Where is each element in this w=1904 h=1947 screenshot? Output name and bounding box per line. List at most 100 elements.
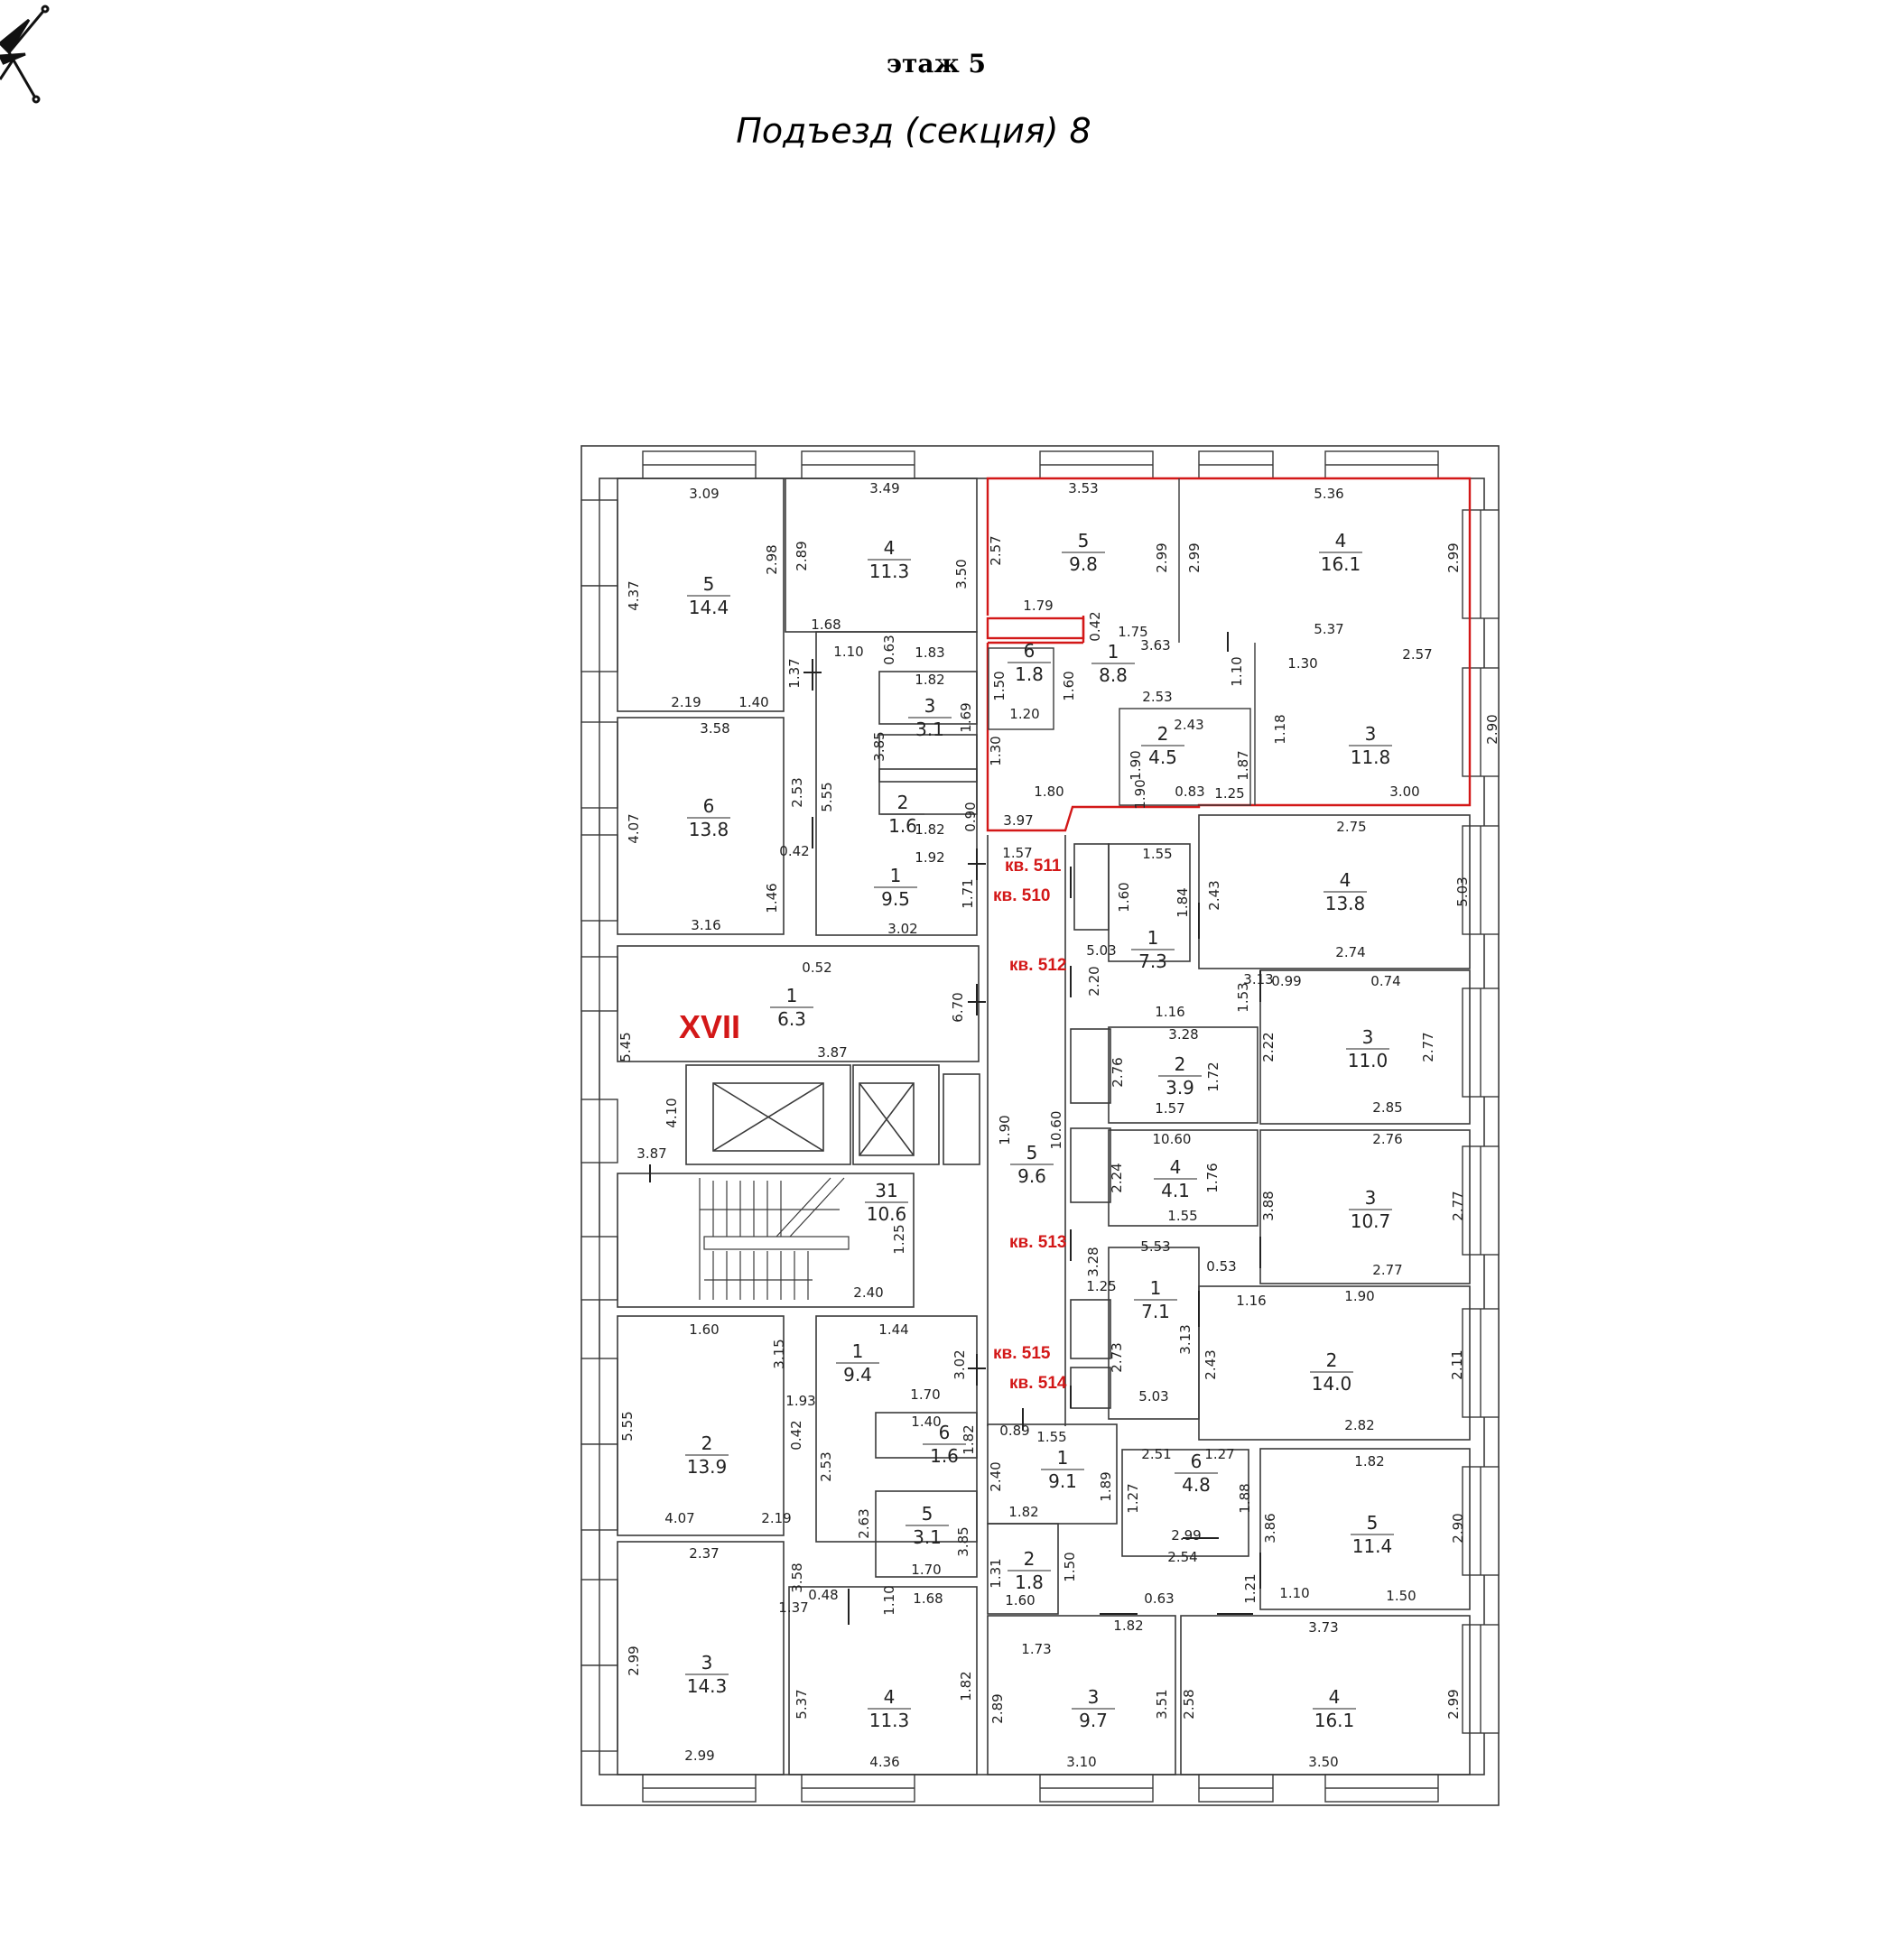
dimension-label: 1.30 [988, 736, 1004, 765]
dimension-label: 2.11 [1449, 1349, 1465, 1379]
dimension-label: 1.90 [1132, 779, 1148, 809]
dimension-label: 1.70 [911, 1562, 941, 1578]
dimension-label: 1.76 [1204, 1163, 1221, 1192]
dimension-label: 3.87 [636, 1145, 666, 1162]
dimension-label: 1.40 [911, 1414, 941, 1430]
room-area: 1.8 [1015, 663, 1044, 685]
room-area: 9.5 [881, 888, 910, 910]
dimension-label: 2.89 [989, 1693, 1006, 1723]
room-number: 3 [1365, 1187, 1377, 1209]
dimension-label: 3.51 [1154, 1689, 1170, 1719]
dimension-label: 1.60 [1005, 1592, 1035, 1609]
dimension-label: 2.82 [1344, 1417, 1374, 1433]
dimension-label: 2.20 [1086, 966, 1102, 996]
room-area: 11.3 [869, 1710, 910, 1731]
dimension-label: 1.10 [1229, 656, 1245, 686]
room-area: 9.6 [1017, 1165, 1046, 1187]
room-area: 16.1 [1314, 1710, 1355, 1731]
dimension-label: 1.57 [1155, 1100, 1184, 1117]
room-number: 31 [875, 1180, 897, 1201]
room-area: 10.6 [867, 1203, 907, 1225]
dimension-label: 0.53 [1206, 1258, 1236, 1275]
dimension-label: 5.37 [1314, 621, 1343, 637]
dimension-label: 1.82 [958, 1671, 974, 1701]
dimension-label: 3.88 [1260, 1191, 1277, 1220]
dimension-label: 1.10 [1279, 1585, 1309, 1601]
dimension-label: 10.60 [1048, 1111, 1064, 1150]
dimension-label: 1.82 [915, 672, 944, 688]
dimension-label: 2.99 [1445, 542, 1462, 572]
room-number: 1 [1057, 1447, 1069, 1469]
room-area: 10.7 [1351, 1210, 1391, 1232]
dimension-label: 0.42 [779, 843, 809, 859]
room-number: 6 [939, 1422, 951, 1443]
dimension-label: 1.80 [1034, 783, 1063, 800]
dimension-label: 1.82 [1008, 1504, 1038, 1520]
room-area: 9.7 [1079, 1710, 1108, 1731]
room-area: 9.4 [843, 1364, 872, 1386]
room-area: 11.4 [1352, 1535, 1393, 1557]
room-area: 9.8 [1069, 553, 1098, 575]
dimension-label: 3.10 [1066, 1754, 1096, 1770]
dimension-label: 2.24 [1109, 1163, 1125, 1192]
room-number: 1 [1108, 641, 1119, 663]
apartment-label: кв. 510 [993, 886, 1050, 905]
dimension-label: 1.30 [1287, 655, 1317, 672]
dimension-label: 1.57 [1002, 845, 1032, 861]
dimension-label: 4.36 [869, 1754, 899, 1770]
room-area: 8.8 [1099, 664, 1128, 686]
dimension-label: 2.77 [1372, 1262, 1402, 1278]
dimension-label: 2.99 [1186, 542, 1203, 572]
room-number: 4 [1170, 1156, 1182, 1178]
dimension-label: 2.98 [764, 544, 780, 574]
dimension-label: 1.20 [1009, 706, 1039, 722]
room-number: 3 [1088, 1686, 1100, 1708]
dimension-label: 0.83 [1175, 783, 1204, 800]
dimension-label: 1.87 [1235, 750, 1251, 780]
dimension-label: 0.99 [1271, 973, 1301, 989]
dimension-label: 3.13 [1243, 971, 1273, 987]
dimension-label: 3.73 [1308, 1619, 1338, 1636]
dimension-label: 1.31 [988, 1558, 1004, 1588]
entrance-label: Подъезд (секция) 8 [736, 111, 1091, 151]
room-area: 14.0 [1312, 1373, 1352, 1395]
dimension-label: 1.25 [1214, 785, 1244, 802]
room-area: 9.1 [1048, 1470, 1077, 1492]
dimension-label: 0.48 [808, 1587, 838, 1603]
dimension-label: 6.70 [950, 992, 966, 1022]
room-number: 6 [1191, 1451, 1203, 1472]
dimension-label: 2.90 [1484, 714, 1500, 744]
dimension-label: 1.90 [997, 1115, 1013, 1145]
room-number: 4 [884, 1686, 896, 1708]
dimension-label: 3.58 [789, 1562, 805, 1592]
dimension-label: 2.99 [1445, 1689, 1462, 1719]
dimension-label: 3.85 [955, 1526, 971, 1556]
room-number: 6 [1024, 640, 1036, 662]
dimension-label: 3.00 [1389, 783, 1419, 800]
room-number: 3 [701, 1652, 713, 1673]
dimension-label: 2.76 [1110, 1057, 1126, 1087]
room-number: 2 [1326, 1349, 1338, 1371]
dimension-label: 1.79 [1023, 598, 1053, 614]
dimension-label: 2.54 [1167, 1549, 1197, 1565]
room-area: 14.3 [687, 1675, 728, 1697]
room-area: 16.1 [1321, 553, 1361, 575]
dimension-label: 1.75 [1118, 624, 1147, 640]
compass-rose-icon [0, 5, 50, 104]
room-number: 2 [701, 1432, 713, 1454]
room-number: 3 [924, 695, 936, 717]
room-number: 1 [890, 865, 902, 886]
dimension-label: 2.57 [988, 535, 1004, 565]
room-area: 13.8 [1325, 893, 1366, 914]
dimension-label: 1.72 [1205, 1062, 1221, 1091]
room-area: 13.9 [687, 1456, 728, 1478]
dimension-label: 3.86 [1262, 1513, 1278, 1543]
dimension-label: 1.16 [1155, 1004, 1184, 1020]
dimension-label: 4.37 [626, 580, 642, 610]
dimension-label: 10.60 [1153, 1131, 1192, 1147]
dimension-label: 3.97 [1003, 812, 1033, 829]
section-label: XVII [679, 1008, 740, 1045]
walls [617, 477, 1471, 1775]
dimension-label: 2.53 [789, 777, 805, 807]
dimension-label: 2.37 [689, 1545, 719, 1562]
